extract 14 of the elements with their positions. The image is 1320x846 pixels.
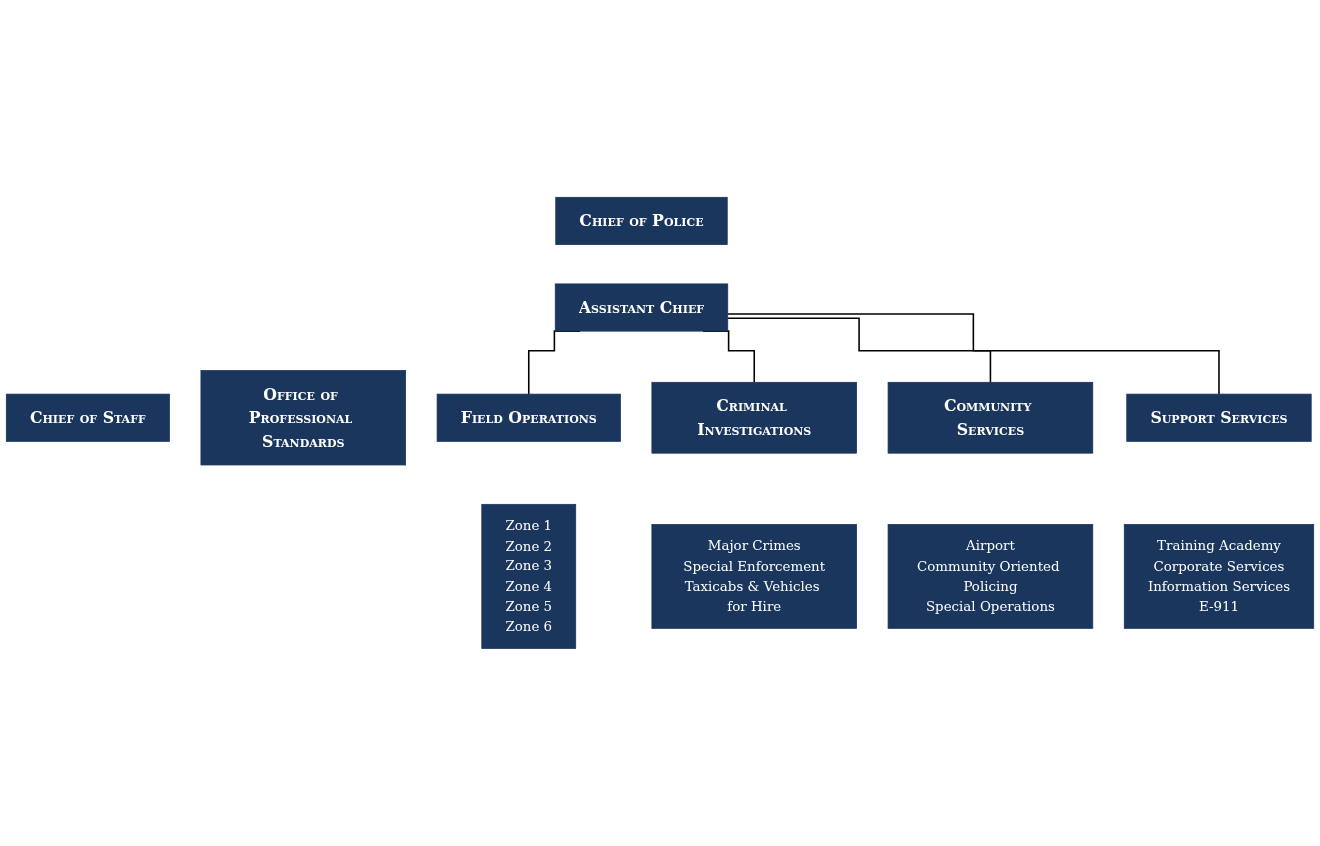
connector [726, 313, 1220, 396]
node-box: Airport Community Oriented Policing Special Operations [887, 524, 1094, 629]
node-box: Criminal Investigations [651, 382, 857, 454]
node-box: Community Services [887, 382, 1094, 454]
node-box: Office of Professional Standards [200, 370, 406, 466]
node-box: Chief of Police [555, 197, 728, 246]
node-box: Assistant Chief [554, 283, 729, 332]
connector [726, 317, 992, 384]
node-box: Major Crimes Special Enforcement Taxicabs & Vehicles for Hire [651, 524, 857, 629]
node-box: Chief of Staff [5, 393, 170, 442]
node-box: Training Academy Corporate Services Information Services E-911 [1123, 524, 1315, 629]
node-box: Field Operations [436, 393, 621, 442]
node-box: Support Services [1126, 393, 1312, 442]
node-box: Zone 1 Zone 2 Zone 3 Zone 4 Zone 5 Zone 6 [481, 504, 577, 649]
